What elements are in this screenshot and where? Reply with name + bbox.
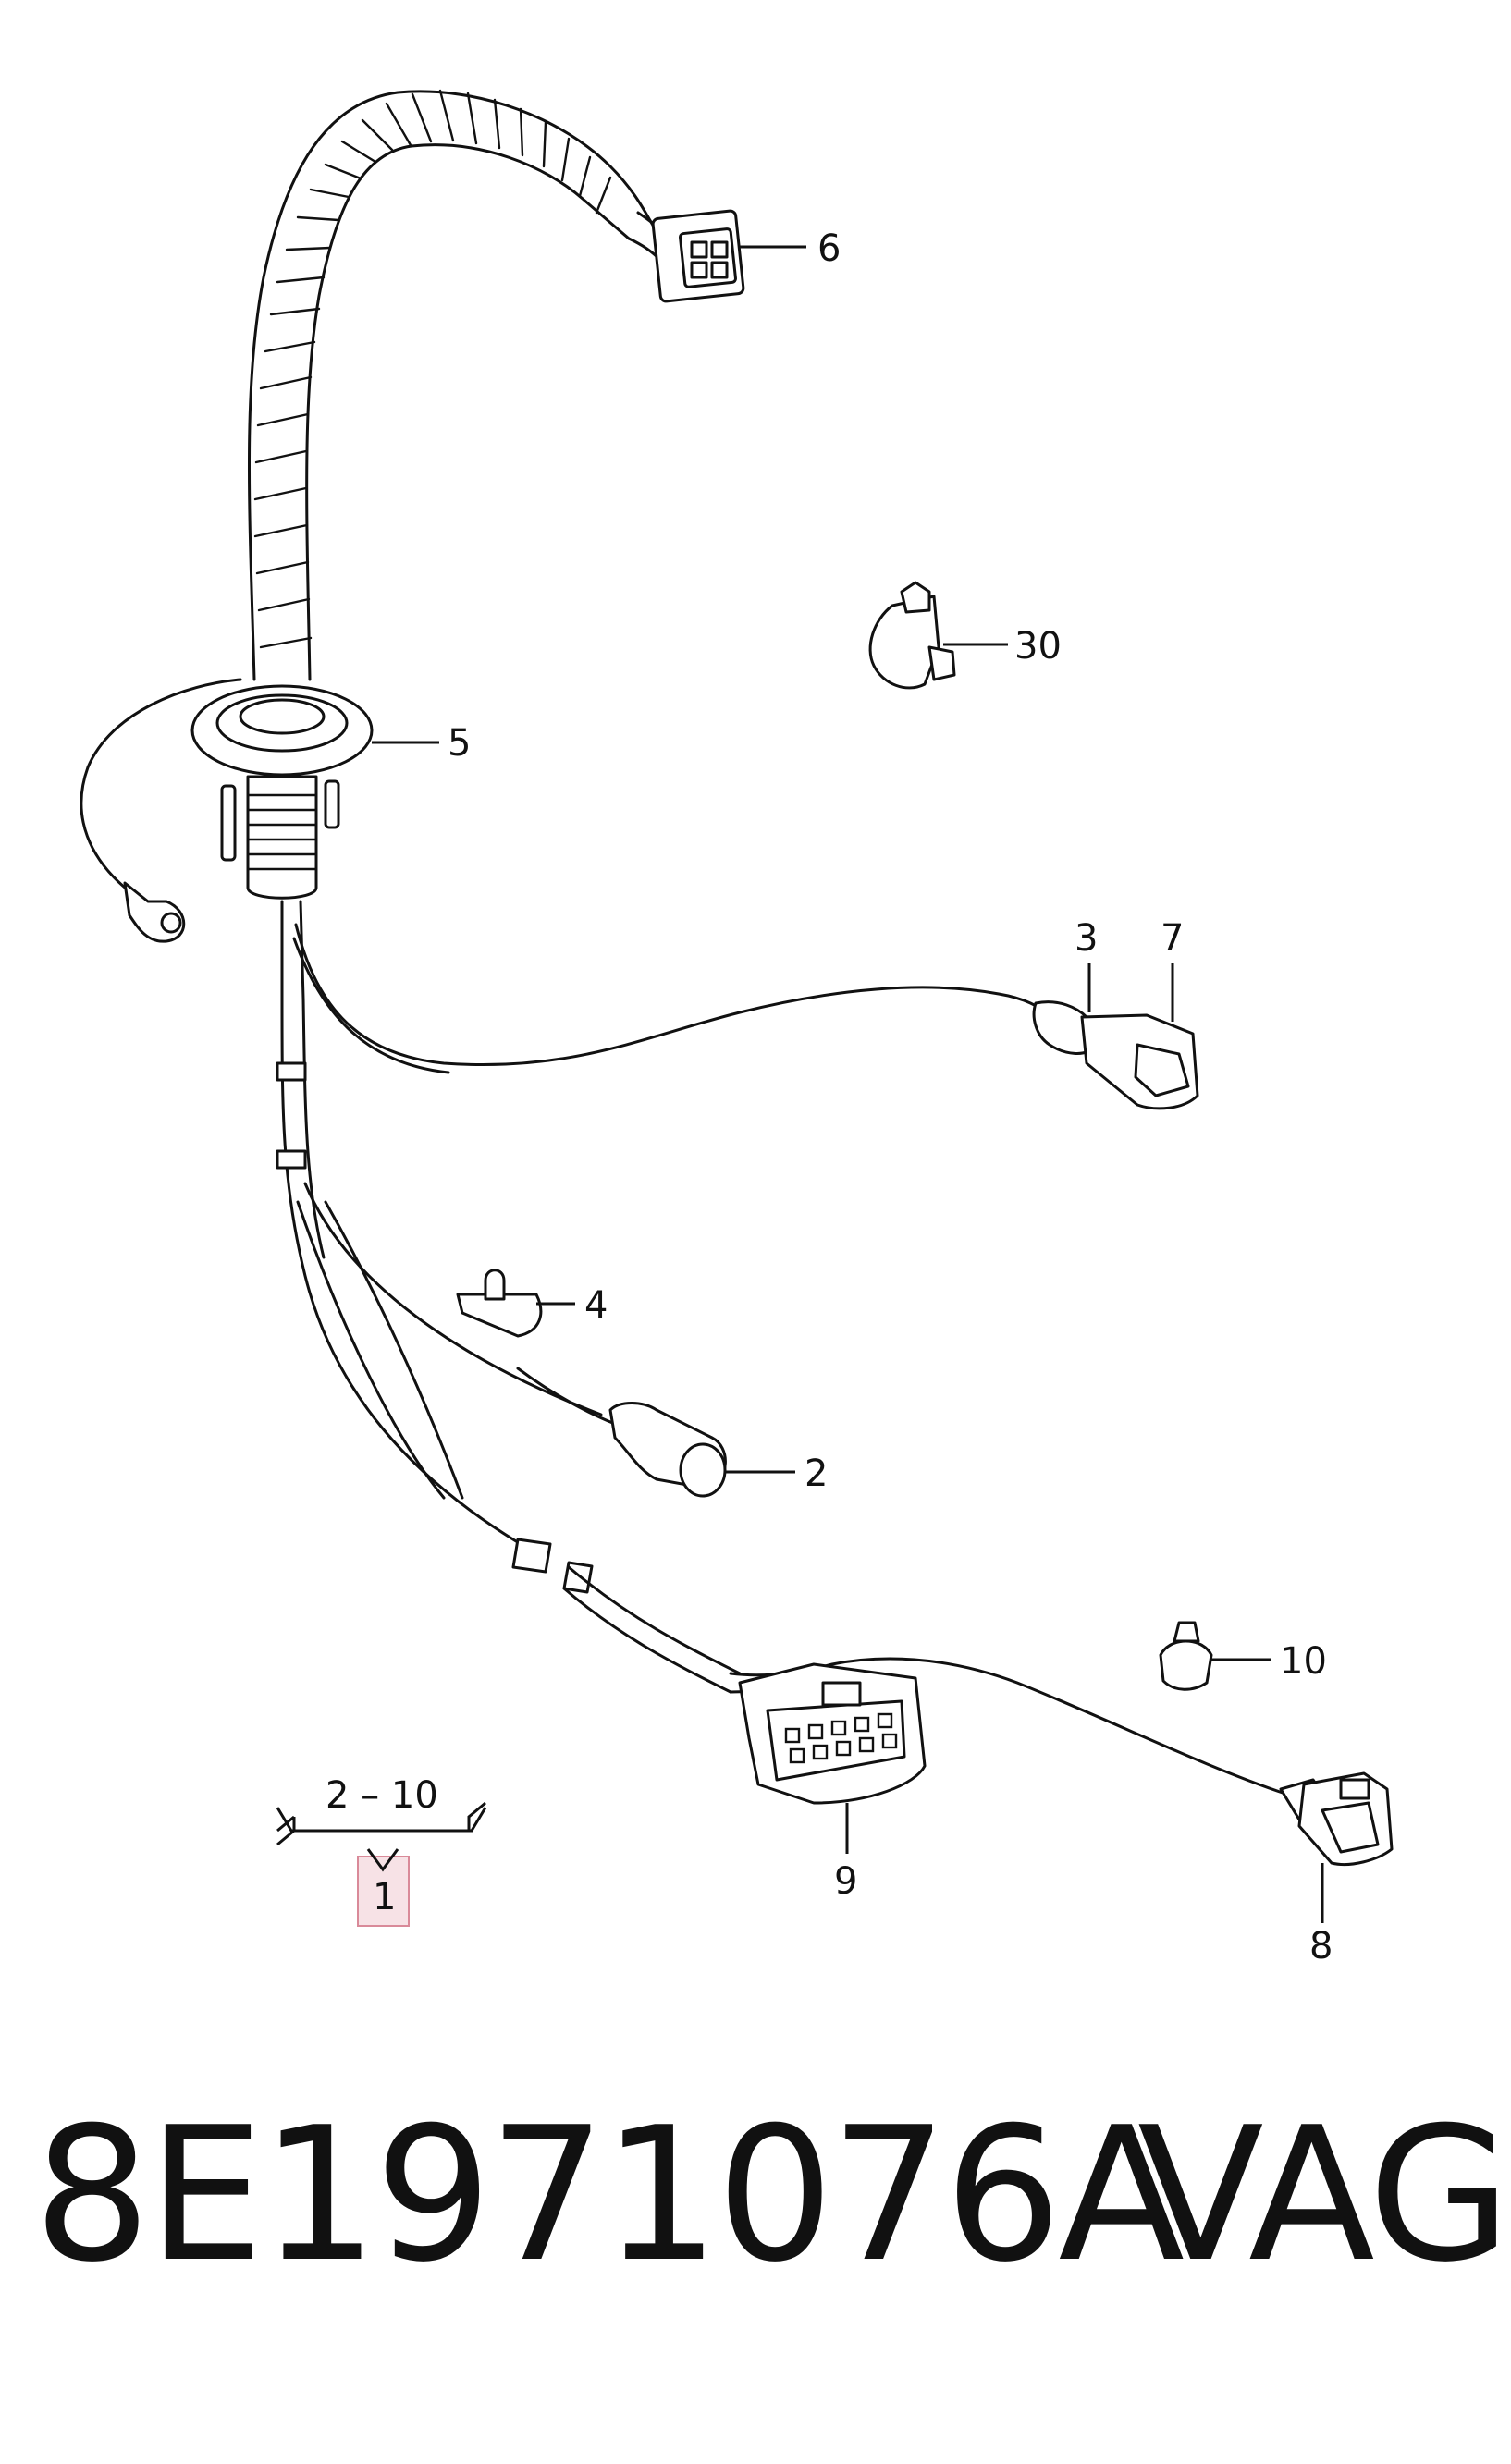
harness-break — [511, 1538, 742, 1694]
branch-to-connector-7 — [292, 923, 1199, 1110]
clip-10 — [1159, 1621, 1271, 1691]
clip-30 — [868, 581, 1008, 690]
part-number: 8E1971076A — [33, 2088, 1185, 2303]
callout-2: 2 — [805, 1453, 828, 1495]
callout-8: 8 — [1309, 1925, 1333, 1968]
callout-5: 5 — [448, 722, 471, 765]
grommet-5 — [190, 684, 439, 900]
sensor-2 — [516, 1367, 795, 1498]
callout-1: 1 — [373, 1876, 396, 1918]
callout-6: 6 — [817, 227, 841, 270]
callout-4: 4 — [584, 1284, 608, 1327]
callout-3: 3 — [1075, 917, 1098, 960]
callout-9: 9 — [834, 1860, 857, 1903]
brand-label: VAG — [1137, 2088, 1511, 2303]
callout-range: 2 – 10 — [326, 1774, 438, 1817]
lower-trunk — [276, 900, 603, 1555]
clip-4 — [456, 1269, 575, 1338]
connector-6 — [627, 209, 806, 303]
ground-wire-ring-terminal — [80, 678, 242, 943]
callout-10: 10 — [1280, 1640, 1327, 1683]
wiring-harness-diagram: 6 5 3 7 — [80, 89, 1394, 1968]
callout-7: 7 — [1161, 917, 1184, 960]
connector-9 — [729, 1657, 1287, 1854]
callout-30: 30 — [1014, 625, 1062, 668]
assembly-reference — [276, 1801, 487, 1927]
connector-8 — [1279, 1771, 1394, 1923]
wrapped-harness-trunk — [247, 89, 658, 681]
